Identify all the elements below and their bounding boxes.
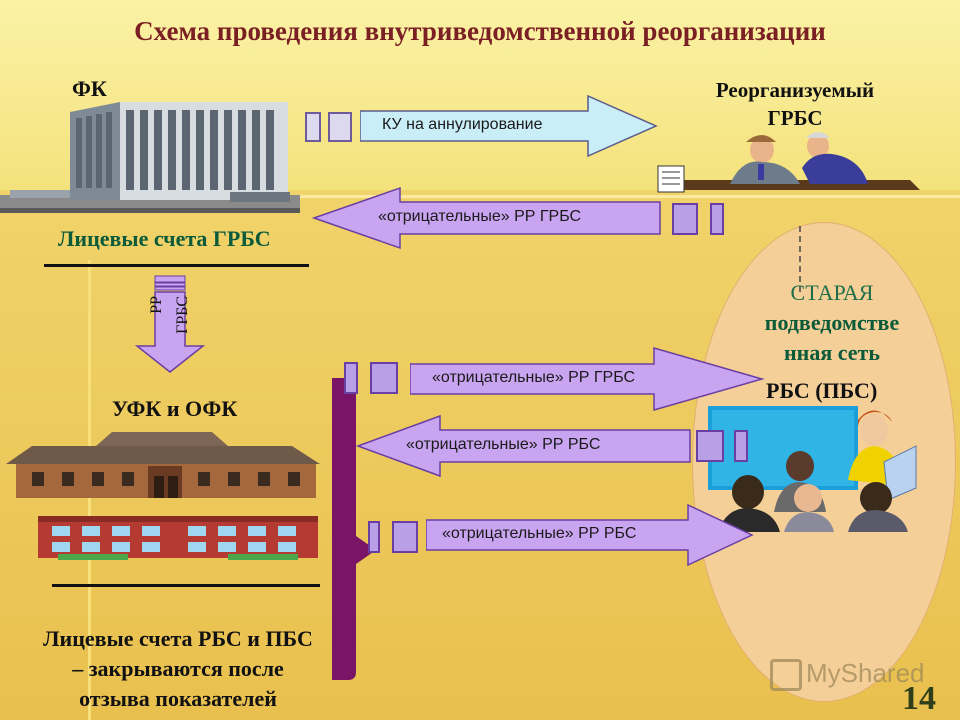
doc-square-3a — [344, 362, 358, 394]
grbs-label-line2: ГРБС — [767, 106, 823, 130]
grbs-label: Реорганизуемый ГРБС — [690, 76, 900, 132]
arrow-neg-rbs-mid-text: «отрицательные» РР РБС — [406, 436, 601, 453]
arrow-neg-grbs-top: «отрицательные» РР ГРБС — [312, 186, 662, 250]
ufk-building-icon — [6, 432, 320, 498]
doc-square-1b — [328, 112, 352, 142]
grbs-label-line1: Реорганизуемый — [715, 78, 875, 102]
arrow-ku-annul: КУ на аннулирование — [360, 94, 660, 158]
ufk-label: УФК и ОФК — [112, 396, 238, 421]
watermark-text: MyShared — [806, 658, 925, 688]
grbs-people-icon — [657, 132, 920, 193]
doc-square-2b — [710, 203, 724, 235]
down-arrow-text-1: РР — [148, 296, 165, 314]
arrow-ku-annul-text: КУ на аннулирование — [382, 116, 543, 133]
page-number: 14 — [902, 680, 936, 717]
watermark-logo: MyShared — [770, 658, 925, 692]
accounts-grbs-underline — [44, 264, 309, 267]
arrow-neg-rbs-mid: «отрицательные» РР РБС — [356, 414, 692, 478]
doc-square-1a — [305, 112, 321, 142]
doc-square-3b — [370, 362, 398, 394]
dashed-connector — [799, 226, 801, 292]
accounts-rbs-line2: – закрываются после — [72, 656, 284, 681]
old-network-line2: подведомстве — [764, 310, 900, 335]
doc-square-5a — [368, 521, 380, 553]
fk-label: ФК — [72, 76, 107, 101]
down-arrow-text-2: ГРБС — [174, 296, 191, 334]
old-network-label: СТАРАЯ подведомстве нная сеть — [712, 278, 952, 368]
accounts-rbs-line1: Лицевые счета РБС и ПБС — [43, 626, 313, 651]
arrow-neg-grbs-mid-text: «отрицательные» РР ГРБС — [432, 369, 636, 386]
old-network-line4: РБС (ПБС) — [766, 378, 878, 403]
accounts-grbs-label: Лицевые счета ГРБС — [58, 226, 271, 251]
slide-title: Схема проведения внутриведомственной рео… — [134, 16, 826, 46]
fk-building-icon — [0, 102, 300, 213]
doc-square-4b — [734, 430, 748, 462]
horizon-line — [0, 195, 960, 198]
accounts-rbs-label: Лицевые счета РБС и ПБС – закрываются по… — [8, 624, 348, 714]
doc-square-4a — [696, 430, 724, 462]
classroom-people-icon — [708, 406, 917, 532]
ufk-second-building-icon — [38, 516, 318, 560]
watermark-icon — [770, 659, 802, 692]
arrow-neg-grbs-top-text: «отрицательные» РР ГРБС — [378, 208, 582, 225]
arrow-neg-rbs-bottom-text: «отрицательные» РР РБС — [442, 525, 637, 542]
doc-square-5b — [392, 521, 418, 553]
arrow-down-rr-grbs — [134, 275, 206, 373]
accounts-rbs-line3: отзыва показателей — [79, 686, 277, 711]
old-network-line3: нная сеть — [784, 340, 880, 365]
arrow-neg-grbs-mid: «отрицательные» РР ГРБС — [410, 346, 766, 412]
accounts-rbs-underline — [52, 584, 320, 587]
bracket-shape — [332, 378, 376, 680]
arrow-neg-rbs-bottom: «отрицательные» РР РБС — [426, 503, 756, 567]
old-network-line1: СТАРАЯ — [790, 280, 874, 305]
doc-square-2a — [672, 203, 698, 235]
